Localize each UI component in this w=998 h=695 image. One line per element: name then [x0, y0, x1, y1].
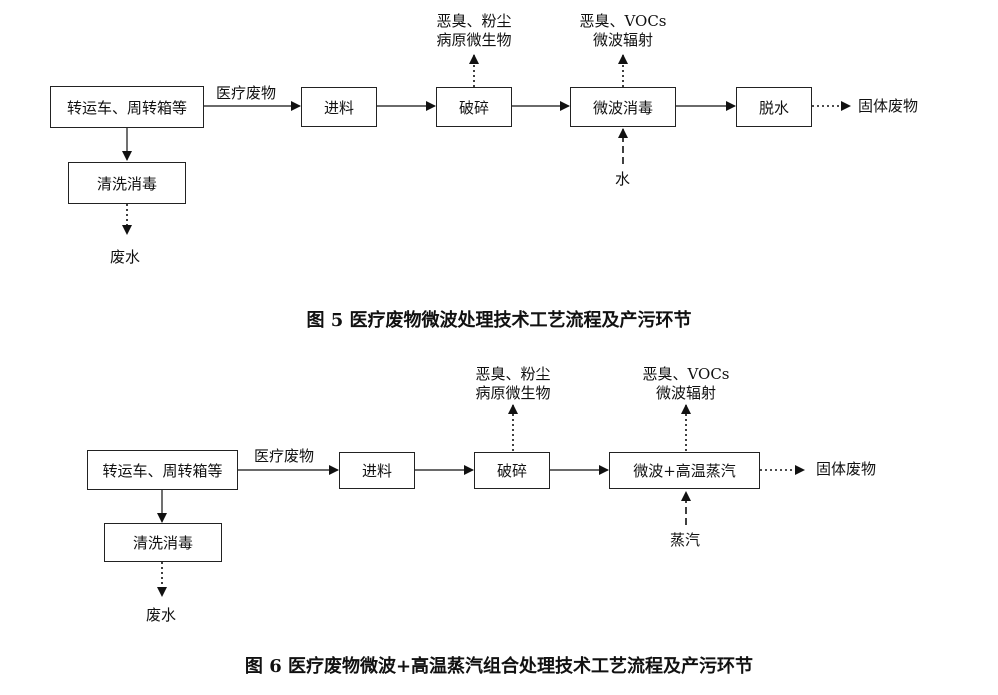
node-transport: 转运车、周转箱等	[50, 86, 204, 128]
node-feed-2: 进料	[339, 452, 415, 489]
label-solid-waste: 固体废物	[858, 97, 919, 115]
microwave-emission-line-1: 恶臭、VOCs	[579, 12, 667, 30]
node-feed: 进料	[301, 87, 377, 127]
node-crush-2: 破碎	[474, 452, 550, 489]
figure6-caption: 图 6 医疗废物微波+高温蒸汽组合处理技术工艺流程及产污环节	[244, 656, 754, 677]
label-crush-emission-2: 恶臭、粉尘 病原微生物	[463, 365, 563, 403]
node-crush: 破碎	[436, 87, 512, 127]
crush-emission-2-line-1: 恶臭、粉尘	[475, 365, 551, 383]
crush-emission-line-2: 病原微生物	[436, 31, 512, 49]
crush-emission-2-line-2: 病原微生物	[475, 384, 551, 402]
label-waste-water-2: 废水	[146, 606, 177, 624]
node-clean-2: 清洗消毒	[104, 523, 222, 562]
label-water-input: 水	[615, 170, 631, 188]
label-crush-emission: 恶臭、粉尘 病原微生物	[424, 12, 524, 50]
crush-emission-line-1: 恶臭、粉尘	[436, 12, 512, 30]
label-microwave-emission: 恶臭、VOCs 微波辐射	[568, 12, 678, 50]
label-steam-input: 蒸汽	[670, 531, 701, 549]
node-transport-2: 转运车、周转箱等	[87, 450, 238, 490]
combined-emission-line-2: 微波辐射	[655, 384, 716, 402]
figure6-connectors	[157, 404, 805, 597]
label-solid-waste-2: 固体废物	[816, 460, 877, 478]
figure5-caption: 图 5 医疗废物微波处理技术工艺流程及产污环节	[306, 310, 692, 331]
label-medical-waste: 医疗废物	[216, 84, 277, 102]
node-combined: 微波+高温蒸汽	[609, 452, 760, 489]
microwave-emission-line-2: 微波辐射	[592, 31, 653, 49]
label-waste-water: 废水	[110, 248, 141, 266]
node-dewater: 脱水	[736, 87, 812, 127]
figure5-connectors	[122, 54, 851, 235]
label-combined-emission: 恶臭、VOCs 微波辐射	[631, 365, 741, 403]
node-clean: 清洗消毒	[68, 162, 186, 204]
combined-emission-line-1: 恶臭、VOCs	[642, 365, 730, 383]
node-microwave: 微波消毒	[570, 87, 676, 127]
label-medical-waste-2: 医疗废物	[254, 447, 315, 465]
